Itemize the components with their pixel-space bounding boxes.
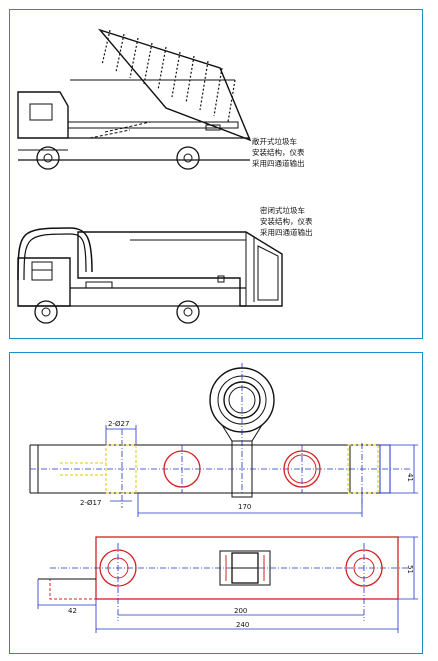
dim-42: 42 <box>68 607 77 615</box>
dim-240: 240 <box>236 621 249 629</box>
caption-closed-truck: 密闭式垃圾车 安装结构，仪表 采用四通道输出 <box>260 205 313 238</box>
dim-41: 41 <box>406 473 414 482</box>
dim-51: 51 <box>406 565 414 574</box>
caption-open-line-1: 敞开式垃圾车 <box>252 137 297 146</box>
caption-open-line-2: 安装结构，仪表 <box>252 148 305 157</box>
caption-closed-line-2: 安装结构，仪表 <box>260 217 313 226</box>
rod-end-eye <box>209 363 275 498</box>
closed-garbage-truck <box>17 227 283 324</box>
mechanical-drawing: 2-Ø27 2-Ø17 170 41 <box>29 363 418 633</box>
caption-closed-line-1: 密闭式垃圾车 <box>260 206 305 215</box>
truck-drawings <box>17 28 283 324</box>
dim-2-d27: 2-Ø27 <box>108 420 129 428</box>
front-view <box>37 536 418 633</box>
caption-open-line-3: 采用四通道输出 <box>252 159 305 168</box>
mechanical-drawing-panel: 2-Ø27 2-Ø17 170 41 <box>9 352 423 654</box>
open-dump-truck <box>17 28 252 170</box>
dim-200: 200 <box>234 607 247 615</box>
caption-closed-line-3: 采用四通道输出 <box>260 228 313 237</box>
dim-2-d17: 2-Ø17 <box>80 499 101 507</box>
truck-drawing-panel: 敞开式垃圾车 安装结构，仪表 采用四通道输出 密闭式垃圾车 安装结构，仪表 采用… <box>9 9 423 339</box>
top-view <box>29 425 418 517</box>
dim-170: 170 <box>238 503 251 511</box>
caption-open-truck: 敞开式垃圾车 安装结构，仪表 采用四通道输出 <box>252 136 305 169</box>
